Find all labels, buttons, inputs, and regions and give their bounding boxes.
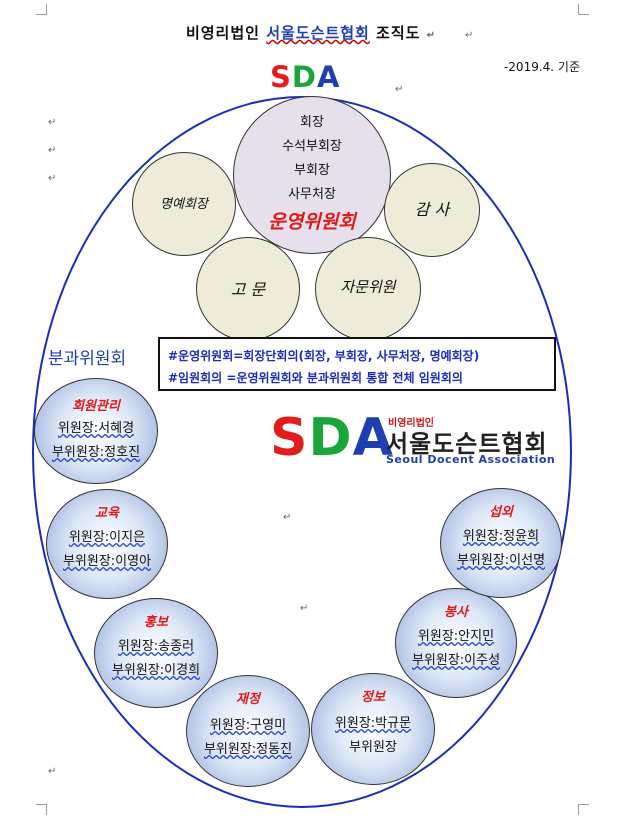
- advisor-circle: 고 문: [196, 237, 300, 341]
- honorary-chairman-label: 명예회장: [160, 197, 208, 212]
- advisory-member-circle: 자문위원: [315, 237, 421, 341]
- honorary-chairman-circle: 명예회장: [132, 152, 236, 256]
- division-chair: 위원장:박규문: [334, 716, 412, 731]
- sda-letter-a: A: [316, 60, 341, 94]
- paragraph-mark: ↵: [300, 603, 309, 614]
- division-circle-external-relations: 섭외 위원장:정윤희 부위원장:이선명: [440, 488, 562, 598]
- division-vice-chair: 부위원장:이경희: [111, 663, 201, 678]
- division-circle-education: 교육 위원장:이지은 부위원장:이영아: [46, 489, 168, 599]
- division-vice-chair: 부위원장:이영아: [62, 554, 152, 569]
- operations-committee-circle: 회장 수석부회장 부회장 사무처장 운영위원회: [233, 96, 391, 254]
- page-corner-mark: [36, 4, 47, 15]
- division-vice-chair: 부위원장:이선명: [456, 553, 546, 568]
- division-vice-chair: 부위원장: [349, 740, 397, 755]
- auditor-label: 감 사: [414, 200, 450, 219]
- division-chair: 위원장:이지은: [68, 530, 146, 545]
- role-chairman: 회장: [300, 115, 324, 130]
- role-secretary-general: 사무처장: [288, 187, 336, 202]
- operations-committee-title: 운영위원회: [268, 211, 356, 233]
- division-circle-volunteer: 봉사 위원장:안지민 부위원장:이주성: [395, 588, 517, 698]
- logo-letter-s: S: [270, 408, 309, 468]
- paragraph-mark: ↵: [465, 30, 474, 41]
- division-vice-chair: 부위원장:정호진: [51, 445, 141, 460]
- division-name: 교육: [95, 506, 119, 521]
- paragraph-mark: ↵: [426, 30, 437, 41]
- logo-letter-d: D: [308, 408, 353, 468]
- paragraph-mark: ↵: [48, 145, 57, 156]
- paragraph-mark: ↵: [48, 117, 57, 128]
- executive-meeting-definition: #임원회의 =운영위원회와 분과위원회 통합 전체 임원회의: [168, 371, 463, 385]
- paragraph-mark: ↵: [48, 173, 57, 184]
- logo-letter-a: A: [352, 408, 394, 468]
- page-corner-mark: [36, 804, 47, 815]
- reference-date: -2019.4. 기준: [503, 60, 580, 74]
- role-senior-vice-chairman: 수석부회장: [282, 139, 342, 154]
- page-corner-mark: [578, 4, 589, 15]
- operations-committee-definition: #운영위원회=회장단회의(회장, 부회장, 사무처장, 명예회장): [168, 349, 480, 363]
- sda-letter-s: S: [270, 60, 292, 94]
- division-chair: 위원장:구영미: [209, 718, 287, 733]
- division-circle-information: 정보 위원장:박규문 부위원장: [311, 673, 435, 785]
- paragraph-mark: ↵: [283, 512, 292, 523]
- document-title: 비영리법인 서울도슨트협회 조직도 ↵: [0, 22, 622, 43]
- title-organization: 서울도슨트협회: [266, 24, 370, 42]
- division-chair: 위원장:안지민: [417, 629, 495, 644]
- division-circle-finance: 재정 위원장:구영미 부위원장:정동진: [186, 675, 310, 787]
- sda-heading: SDA: [270, 60, 340, 94]
- paragraph-mark: ↵: [395, 84, 404, 95]
- role-vice-chairman: 부회장: [294, 163, 330, 178]
- division-name: 재정: [236, 692, 260, 707]
- division-vice-chair: 부위원장:이주성: [411, 653, 501, 668]
- sda-logo-mark: SDA: [270, 408, 394, 468]
- advisory-member-label: 자문위원: [340, 278, 396, 296]
- advisor-label: 고 문: [230, 280, 266, 299]
- logo-english-name: Seoul Docent Association: [386, 453, 556, 466]
- paragraph-mark: ↵: [48, 766, 57, 777]
- division-committee-heading: 분과위원회: [48, 349, 127, 369]
- division-name: 봉사: [444, 605, 468, 620]
- sda-letter-d: D: [291, 60, 317, 94]
- division-circle-publicity: 홍보 위원장:송종러 부위원장:이경희: [94, 598, 218, 708]
- auditor-circle: 감 사: [384, 163, 480, 257]
- division-name: 홍보: [144, 615, 168, 630]
- division-chair: 위원장:서혜경: [57, 421, 135, 436]
- title-suffix: 조직도: [376, 24, 421, 42]
- title-prefix: 비영리법인: [185, 24, 260, 42]
- page-corner-mark: [578, 804, 589, 815]
- meeting-definition-box: #운영위원회=회장단회의(회장, 부회장, 사무처장, 명예회장) #임원회의 …: [158, 337, 556, 391]
- division-name: 정보: [361, 690, 385, 705]
- logo-nonprofit-label: 비영리법인: [388, 418, 434, 429]
- division-circle-membership: 회원관리 위원장:서혜경 부위원장:정호진: [34, 378, 158, 484]
- division-name: 회원관리: [72, 399, 120, 414]
- division-chair: 위원장:정윤희: [462, 529, 540, 544]
- division-chair: 위원장:송종러: [117, 639, 195, 654]
- division-name: 섭외: [489, 505, 513, 520]
- division-vice-chair: 부위원장:정동진: [203, 742, 293, 757]
- logo-korean-name: 서울도슨트협회: [386, 430, 548, 458]
